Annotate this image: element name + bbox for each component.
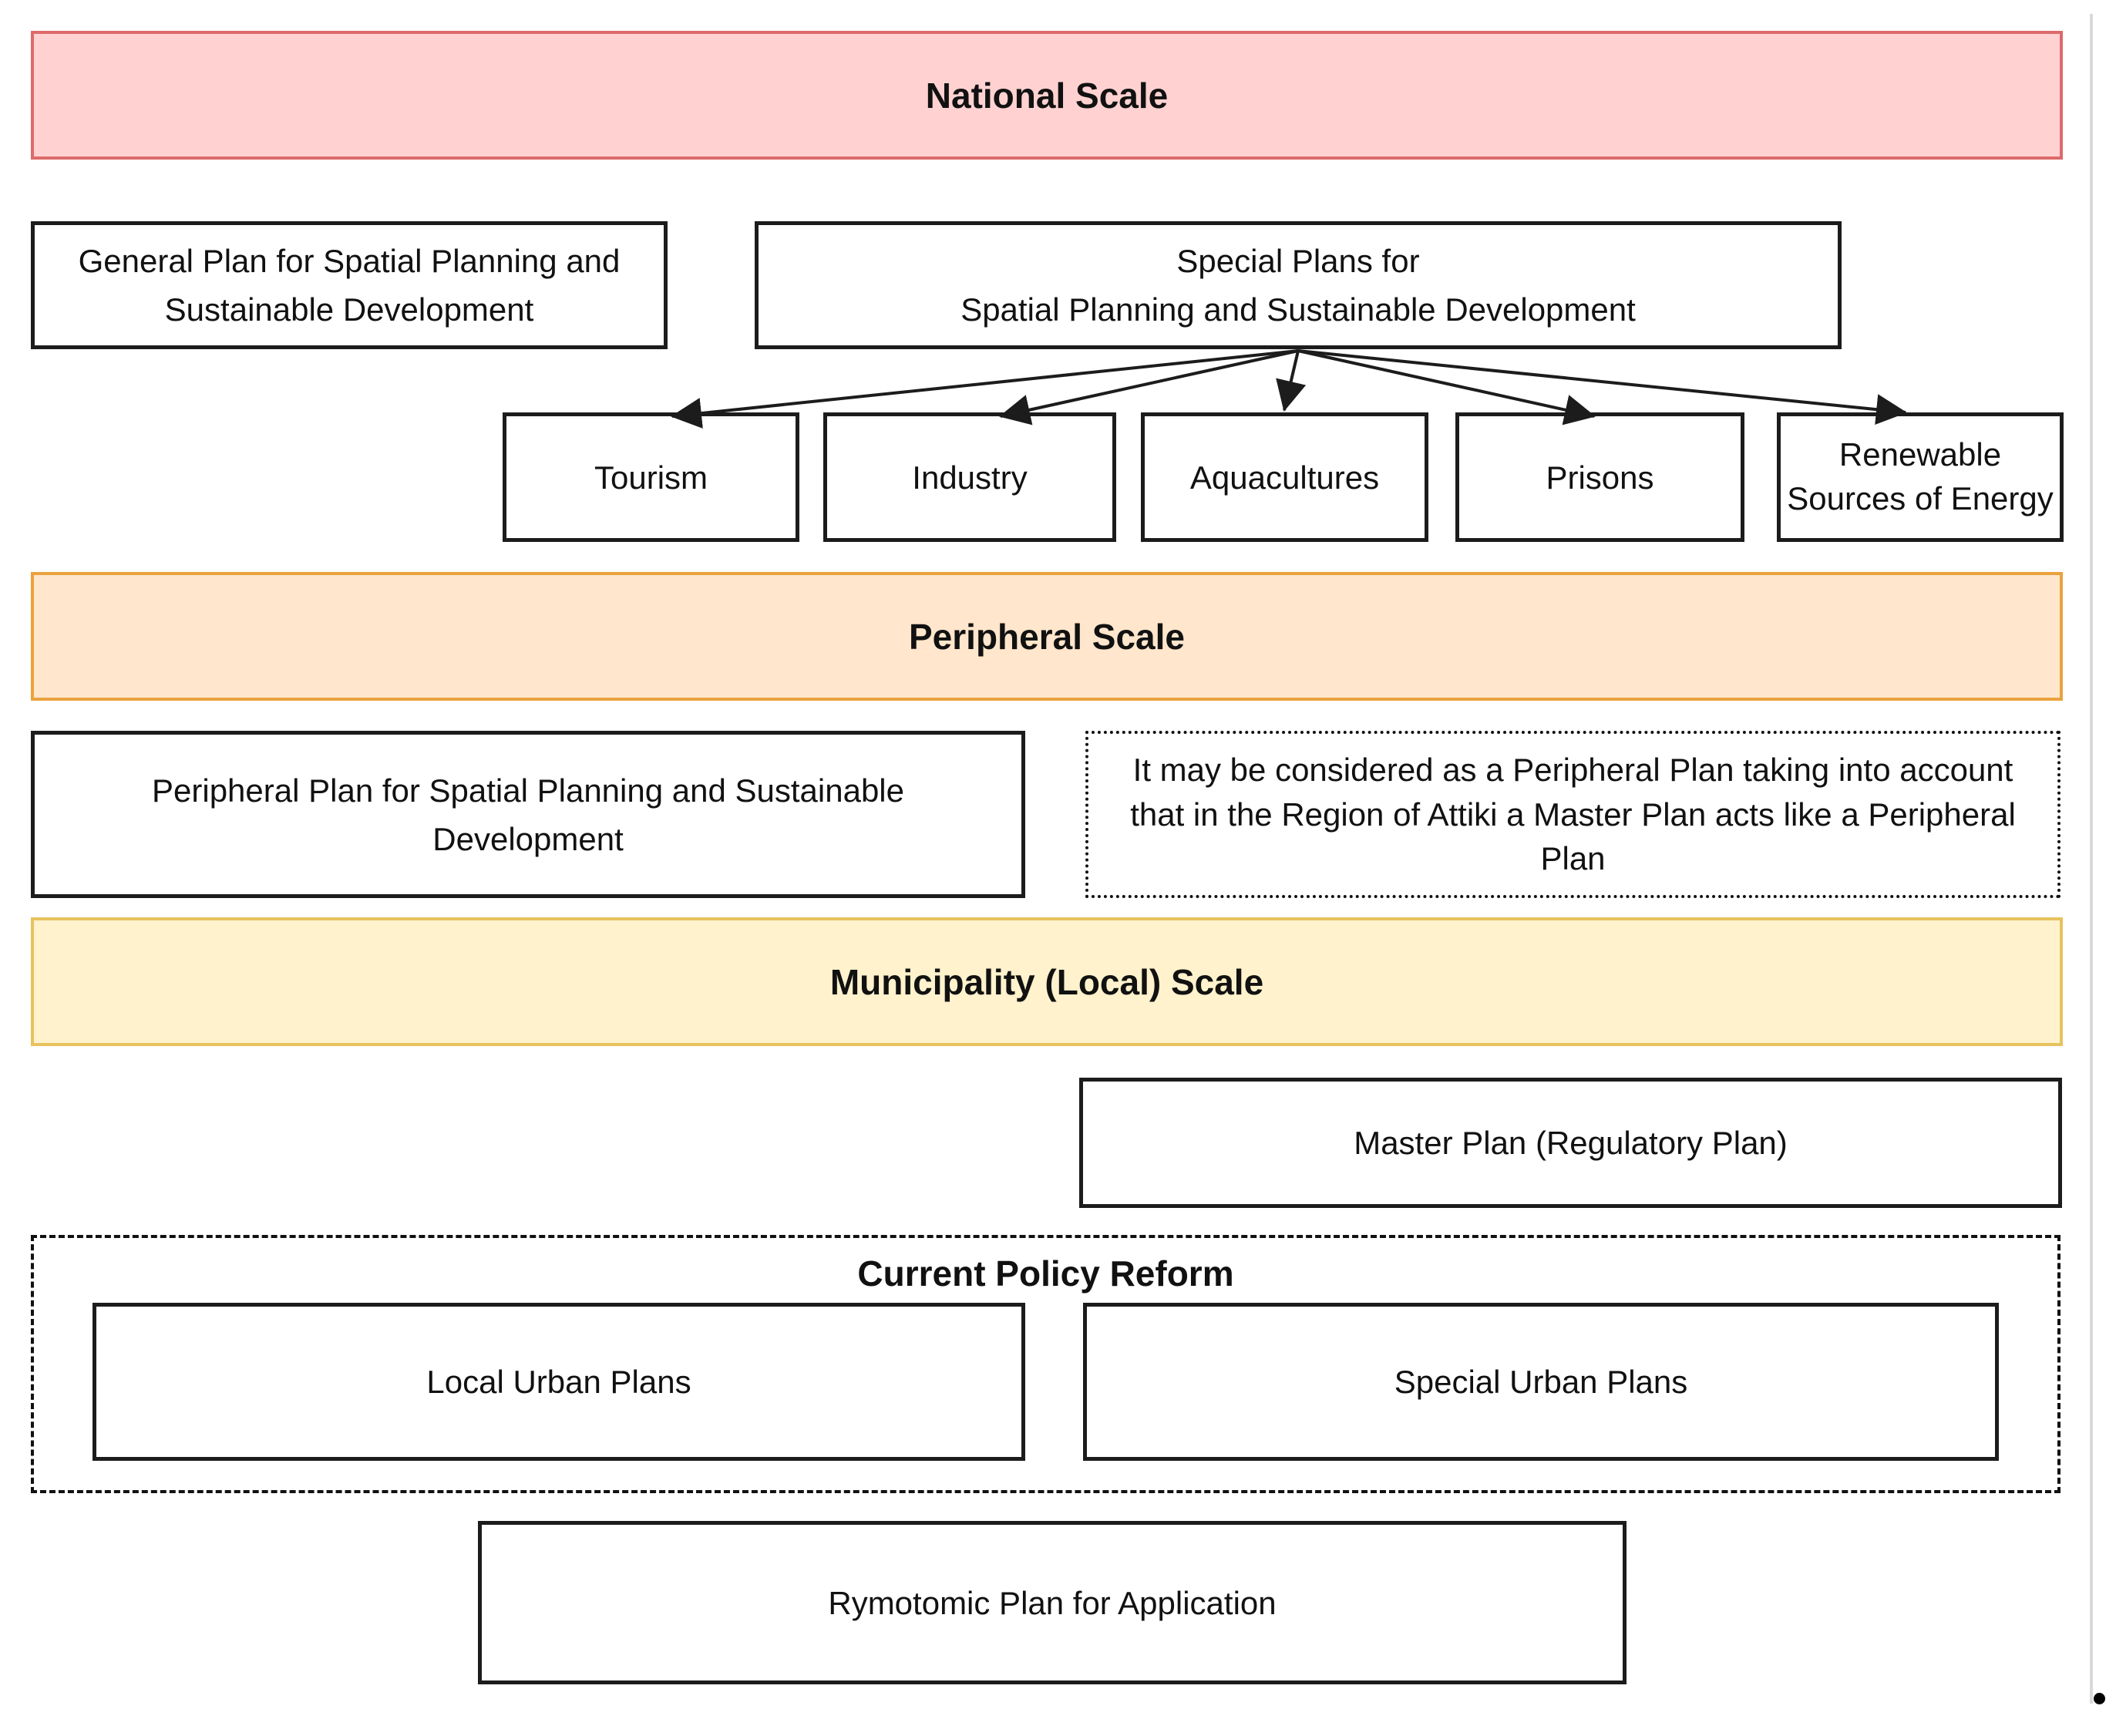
master-plan-label: Master Plan (Regulatory Plan): [1354, 1125, 1788, 1161]
banner-national-scale: National Scale: [31, 31, 2063, 160]
banner-municipality-scale: Municipality (Local) Scale: [31, 917, 2063, 1046]
sector-label-tourism: Tourism: [594, 459, 708, 496]
peripheral-plan-box: Peripheral Plan for Spatial Planning and…: [31, 731, 1025, 898]
sector-box-renewable-energy: Renewable Sources of Energy: [1777, 412, 2064, 542]
special-urban-plans-label: Special Urban Plans: [1394, 1364, 1688, 1400]
general-plan-box: General Plan for Spatial Planning and Su…: [31, 221, 668, 349]
special-plans-box: Special Plans for Spatial Planning and S…: [755, 221, 1842, 349]
general-plan-label: General Plan for Spatial Planning and Su…: [78, 243, 621, 328]
attiki-note-label: It may be considered as a Peripheral Pla…: [1130, 751, 2016, 877]
local-urban-plans-box: Local Urban Plans: [93, 1303, 1025, 1461]
sector-label-industry: Industry: [912, 459, 1028, 496]
sector-box-aquacultures: Aquacultures: [1141, 412, 1428, 542]
sector-box-prisons: Prisons: [1455, 412, 1744, 542]
local-urban-plans-label: Local Urban Plans: [426, 1364, 691, 1400]
banner-national-label: National Scale: [925, 75, 1169, 116]
arrow-to-aquacultures: [1276, 350, 1307, 412]
rymotomic-plan-label: Rymotomic Plan for Application: [828, 1584, 1277, 1621]
arrow-to-prisons: [1297, 349, 1596, 426]
current-policy-reform-title: Current Policy Reform: [857, 1253, 1234, 1294]
master-plan-box: Master Plan (Regulatory Plan): [1079, 1078, 2062, 1208]
peripheral-plan-label: Peripheral Plan for Spatial Planning and…: [152, 772, 904, 857]
sector-box-tourism: Tourism: [503, 412, 799, 542]
banner-peripheral-label: Peripheral Scale: [909, 616, 1185, 657]
attiki-note-box: It may be considered as a Peripheral Pla…: [1085, 731, 2060, 898]
page-edge-line: [2090, 14, 2093, 1704]
special-plans-line1: Special Plans for: [1176, 243, 1420, 279]
banner-municipality-label: Municipality (Local) Scale: [829, 961, 1264, 1002]
arrow-to-tourism: [671, 349, 1299, 429]
arrow-to-industry: [999, 349, 1299, 426]
banner-peripheral-scale: Peripheral Scale: [31, 572, 2063, 701]
special-urban-plans-box: Special Urban Plans: [1083, 1303, 1999, 1461]
sector-label-renewable-energy: Renewable Sources of Energy: [1787, 436, 2054, 516]
rymotomic-plan-box: Rymotomic Plan for Application: [478, 1521, 1627, 1684]
arrow-to-renewable: [1297, 349, 1907, 426]
stray-dot: [2094, 1693, 2105, 1704]
special-plans-line2: Spatial Planning and Sustainable Develop…: [960, 291, 1636, 328]
sector-label-prisons: Prisons: [1546, 459, 1654, 496]
sector-label-aquacultures: Aquacultures: [1189, 459, 1380, 496]
sector-box-industry: Industry: [823, 412, 1116, 542]
